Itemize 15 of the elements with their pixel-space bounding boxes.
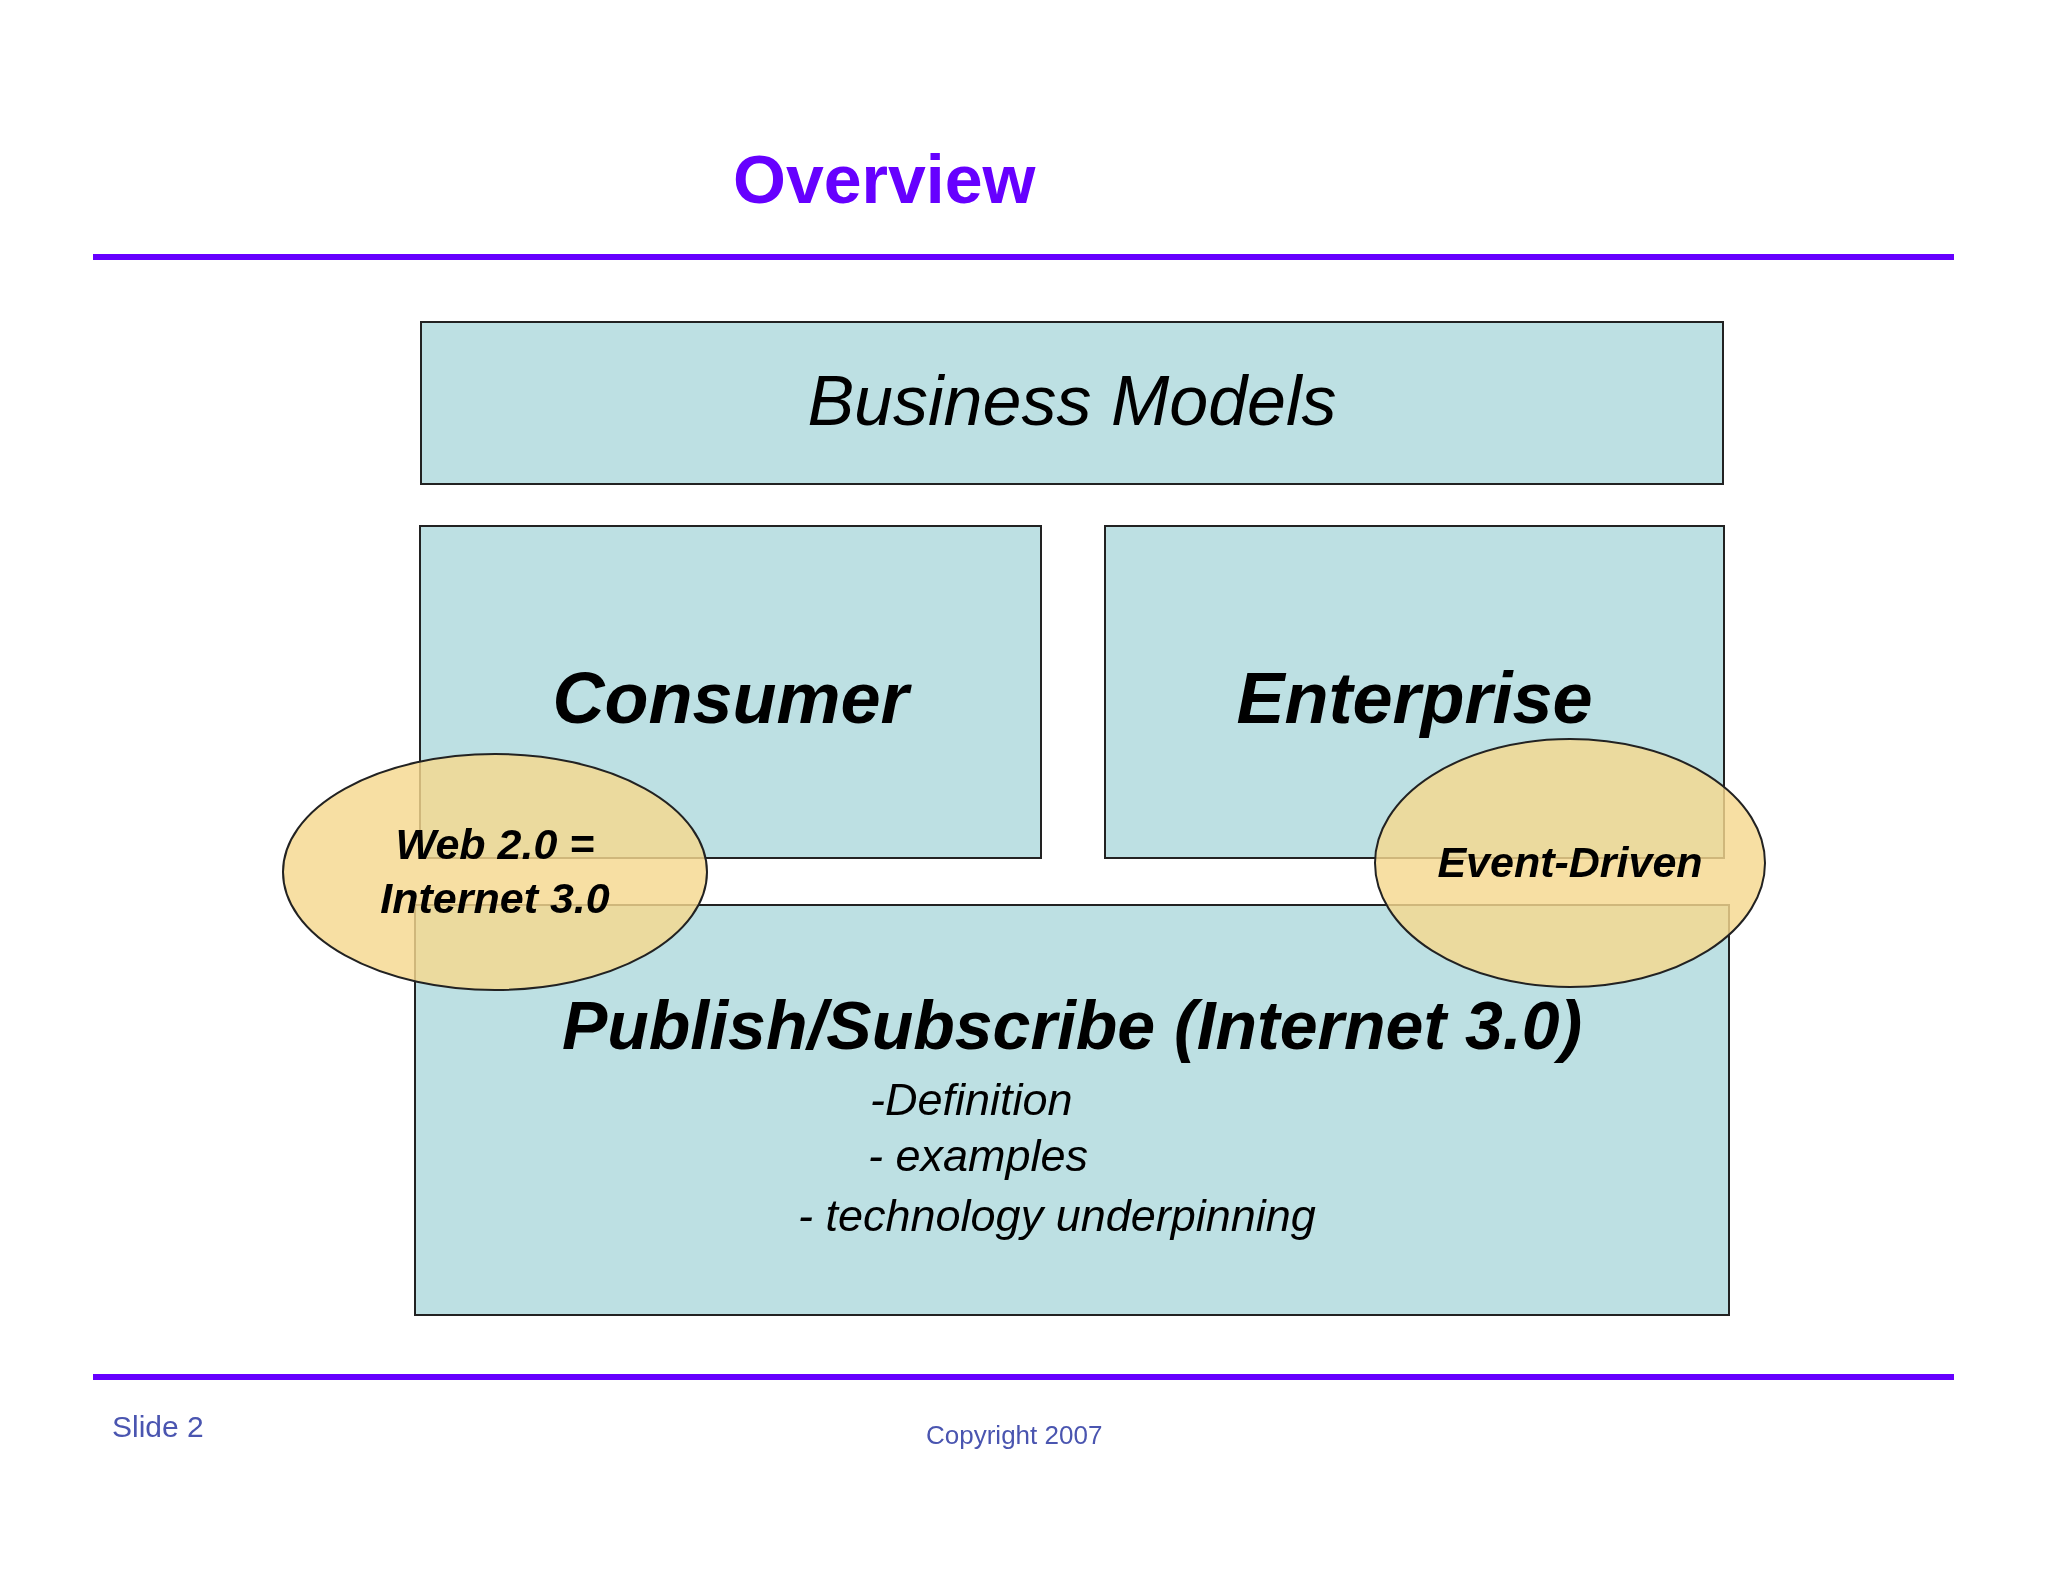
highlight-ellipse (282, 753, 708, 991)
node-label: Business Models (806, 361, 1338, 441)
node-label: Web 2.0 = Internet 3.0 (379, 819, 611, 924)
node-label: Consumer (421, 657, 1040, 739)
footer-text: Slide 2 (112, 1410, 204, 1444)
bullet-text: - examples (868, 1130, 1089, 1182)
bullet-text: - technology underpinning (798, 1190, 1316, 1242)
highlight-ellipse (1374, 738, 1766, 988)
node-label: Event-Driven (1437, 837, 1703, 889)
slide-title: Overview (733, 140, 1036, 218)
node-label: Enterprise (1235, 657, 1594, 739)
bullet-text: -Definition (870, 1074, 1073, 1126)
footer-text: Copyright 2007 (926, 1420, 1103, 1451)
title-box (420, 321, 1724, 485)
node-label: Publish/Subscribe (Internet 3.0) (560, 986, 1584, 1064)
